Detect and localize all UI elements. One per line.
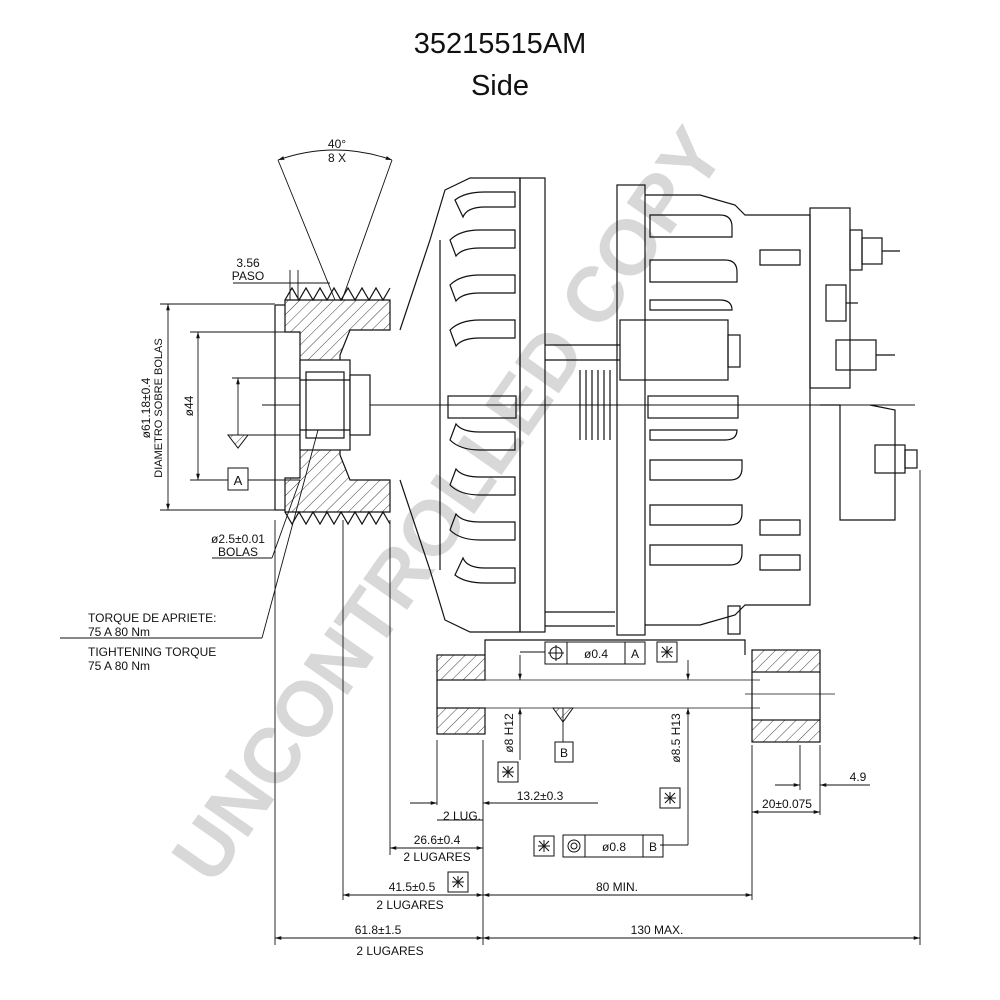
rear-fan-blades <box>647 214 801 571</box>
critical-symbol-icon <box>447 871 469 893</box>
dim-20-label: 20±0.075 <box>762 797 812 811</box>
critical-symbol-icon <box>497 761 519 783</box>
datum-a-box: A <box>227 467 249 491</box>
hole-85-label: ø8.5 H13 <box>669 713 683 763</box>
drawing-subtitle: Side <box>470 70 530 102</box>
front-lug-top <box>436 654 486 681</box>
diameter-44-label: ø44 <box>182 395 196 416</box>
hole-8-label: ø8 H12 <box>502 713 516 753</box>
diameter-balls-label: ø61.18±0.4 <box>139 377 153 438</box>
lugares-3-label: 2 LUGARES <box>356 944 423 958</box>
ball-diameter-label: ø2.5±0.01 <box>211 532 265 546</box>
datum-a-triangle <box>226 434 250 449</box>
pulley-grooves-bottom <box>284 510 391 526</box>
datum-b-triangle <box>552 707 574 723</box>
torque-en-label: TIGHTENING TORQUE <box>88 645 216 659</box>
angle-count-label: 8 X <box>328 151 346 165</box>
fcf-top-value: ø0.4 <box>584 647 608 661</box>
dim-61-8-label: 61.8±1.5 <box>355 923 402 937</box>
feature-control-frame-bottom <box>562 834 664 858</box>
lugares-1-label: 2 LUGARES <box>403 850 470 864</box>
dimension-lines <box>60 149 921 945</box>
drawing-title: 35215515AM <box>413 28 587 60</box>
pitch-label: PASO <box>232 269 264 283</box>
max-130-label: 130 MAX. <box>631 923 684 937</box>
stator <box>579 370 611 440</box>
datum-a-label: A <box>234 473 243 488</box>
diameter-balls-desc: DIAMETRO SOBRE BOLAS <box>153 338 165 477</box>
critical-symbol-icon <box>659 787 681 809</box>
mounting-lugs <box>436 639 835 743</box>
front-housing <box>399 177 620 633</box>
critical-symbols <box>447 641 681 893</box>
pulley-grooves-top <box>284 286 391 302</box>
pulley <box>274 286 391 526</box>
critical-symbol-icon <box>656 641 678 663</box>
rear-housing <box>616 184 811 636</box>
terminal-block <box>809 207 918 521</box>
ball-label: BOLAS <box>218 545 258 559</box>
dim-41-5-label: 41.5±0.5 <box>389 880 436 894</box>
dim-4-9-label: 4.9 <box>850 770 867 784</box>
dim-26-6-label: 26.6±0.4 <box>414 833 461 847</box>
rear-lug-top <box>751 649 821 673</box>
torque-es-value: 75 A 80 Nm <box>88 625 150 639</box>
torque-es-label: TORQUE DE APRIETE: <box>88 611 216 625</box>
datum-b-label: B <box>560 746 568 760</box>
min-80-label: 80 MIN. <box>596 880 638 894</box>
lugares-2-label: 2 LUGARES <box>376 898 443 912</box>
fcf-top-datum: A <box>631 647 639 661</box>
angle-label: 40° <box>328 137 346 151</box>
pulley-nut <box>299 359 351 451</box>
front-fan-blades <box>447 191 517 584</box>
datum-b-box: B <box>554 741 574 763</box>
torque-en-value: 75 A 80 Nm <box>88 659 150 673</box>
pitch-value-label: 3.56 <box>236 256 260 270</box>
front-lug-bottom <box>436 707 486 735</box>
dim-13-2-label: 13.2±0.3 <box>517 789 564 803</box>
critical-symbol-icon <box>533 835 555 857</box>
rear-lug-bottom <box>751 719 821 743</box>
feature-control-frame-top <box>544 641 646 665</box>
fcf-bottom-value: ø0.8 <box>602 840 626 854</box>
lug-2-label: 2 LUG. <box>443 809 481 823</box>
fcf-bottom-datum: B <box>649 840 657 854</box>
